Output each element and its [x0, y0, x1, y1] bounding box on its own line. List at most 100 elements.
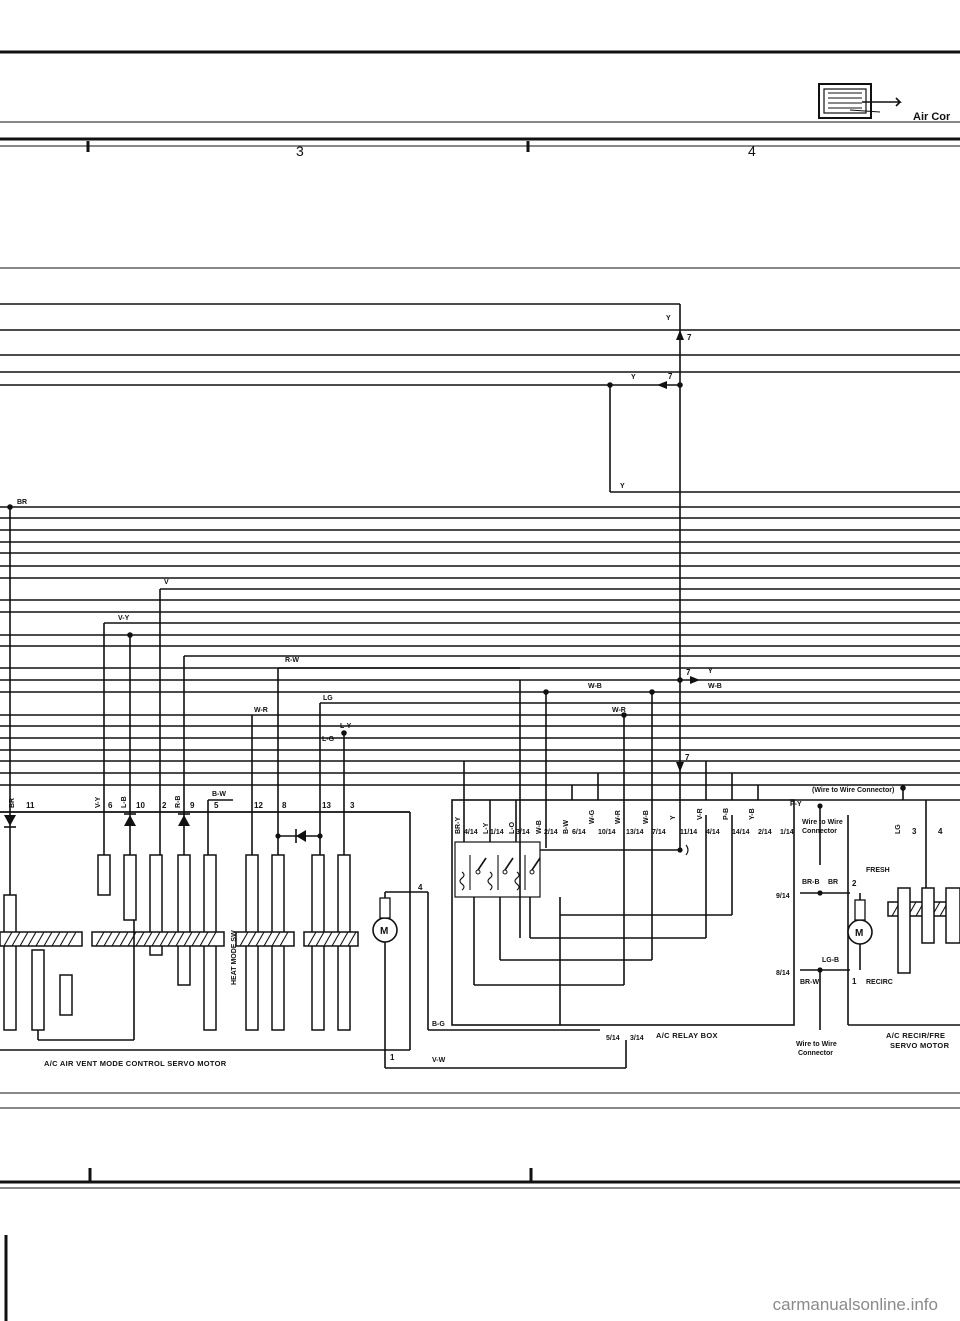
- wire-bus: [0, 303, 960, 786]
- servo-pin-0: 11: [26, 801, 35, 810]
- servo-pin-7: 8: [282, 801, 287, 810]
- relay-pin-7: 7/14: [652, 829, 666, 836]
- relay-pin-6: 13/14: [626, 829, 644, 836]
- y-wire-junction: Y 7 Y 7 Y: [607, 304, 960, 850]
- vertical-wire-labels: BR V-Y L-B R-B BR-Y L-Y L-O W-B B-W W-G …: [9, 796, 902, 834]
- wire-label-b-g: B-G: [432, 1021, 445, 1028]
- recirc-pin-5: 4: [938, 827, 943, 836]
- relay-pin-1: 1/14: [490, 829, 504, 836]
- wire-label-pin-7-top: 7: [687, 333, 692, 342]
- wire-label-lg: LG: [323, 695, 333, 702]
- recirc-servo-caption-1: A/C RECIR/FRE: [886, 1031, 945, 1040]
- connector-mid-2: Connector: [802, 828, 837, 835]
- wire-label-y-low: Y: [620, 483, 625, 490]
- heat-mode-sw-label: HEAT MODE SW: [231, 930, 238, 985]
- wire-label-br-w: BR-W: [800, 979, 819, 986]
- relay-pin-14: 3/14: [630, 1035, 644, 1042]
- servo-pin-2: 10: [136, 801, 145, 810]
- relay-pin-4: 6/14: [572, 829, 586, 836]
- servo-pin-10: 4: [418, 883, 423, 892]
- wire-label-pin-7-right: 7: [686, 668, 691, 677]
- vertical-label-13: V-R: [697, 808, 704, 820]
- connector-bottom-1: Wire to Wire: [796, 1041, 837, 1048]
- servo-pin-numbers: 11 6 10 2 9 5 12 8 13 3 4 1: [26, 801, 423, 1062]
- vertical-label-10: W-R: [615, 810, 622, 824]
- vertical-label-2: L-B: [121, 796, 128, 808]
- relay-pin-row: 4/14 1/14 3/14 2/14 6/14 10/14 13/14 7/1…: [464, 829, 794, 836]
- vertical-label-5: L-Y: [483, 822, 490, 834]
- connector-top: (Wire to Wire Connector): [812, 787, 894, 794]
- vertical-label-6: L-O: [509, 821, 516, 834]
- vertical-label-14: P-B: [723, 808, 730, 820]
- relay-pin-10: 14/14: [732, 829, 750, 836]
- recirc-pin-3: 1: [852, 977, 857, 986]
- servo-pin-6: 12: [254, 801, 263, 810]
- relay-pin-5: 10/14: [598, 829, 616, 836]
- vertical-label-16: LG: [895, 824, 902, 834]
- vertical-label-15: Y-B: [749, 808, 756, 820]
- connector-mid-1: Wire to Wire: [802, 819, 843, 826]
- recirc-pin-1: 8/14: [776, 970, 790, 977]
- servo-motor-caption: A/C AIR VENT MODE CONTROL SERVO MOTOR: [44, 1059, 227, 1068]
- vertical-label-1: V-Y: [95, 796, 102, 808]
- wire-label-r-w: R-W: [285, 657, 299, 664]
- ac-relay-box: A/C RELAY BOX 5/14 3/14: [451, 799, 795, 1042]
- watermark: carmanualsonline.info: [772, 1295, 938, 1314]
- wire-label-br: BR: [828, 879, 838, 886]
- recirc-label: RECIRC: [866, 979, 893, 986]
- wire-label-w-r-left: W-R: [254, 707, 268, 714]
- servo-pin-9: 3: [350, 801, 355, 810]
- wire-label-v-y: V-Y: [118, 615, 130, 622]
- servo-pin-11: 1: [390, 1053, 395, 1062]
- wire-label-lg-b: LG-B: [822, 957, 839, 964]
- vertical-label-4: BR-Y: [455, 817, 462, 834]
- wire-label-pin-7-mid: 7: [668, 372, 673, 381]
- servo-motor: M HEAT MODE SW A/C AIR VENT MODE CONTROL…: [0, 811, 627, 1069]
- fresh-label: FRESH: [866, 867, 890, 874]
- servo-pin-5: 5: [214, 801, 219, 810]
- relay-pin-9: 4/14: [706, 829, 720, 836]
- servo-feed-wires: V V-Y R-W LG W-R L-Y L-G B-W: [0, 579, 521, 1050]
- recirc-pin-2: 2: [852, 879, 857, 888]
- wire-label-y-top: Y: [666, 315, 671, 322]
- vertical-label-12: Y: [670, 815, 677, 820]
- wire-label-w-b-right: W-B: [588, 683, 602, 690]
- relay-pin-11: 2/14: [758, 829, 772, 836]
- recirc-servo-area: P-Y (Wire to Wire Connector) Wire to Wir…: [776, 787, 960, 1057]
- wire-label-br: BR: [17, 499, 27, 506]
- vertical-label-8: B-W: [563, 820, 570, 834]
- recirc-pin-4: 3: [912, 827, 917, 836]
- column-number-4: 4: [748, 143, 756, 159]
- wire-label-v: V: [164, 579, 169, 586]
- wire-label-p-y: P-Y: [790, 801, 802, 808]
- recirc-motor-symbol: M: [855, 928, 863, 939]
- wire-label-y-mid: Y: [631, 374, 636, 381]
- vertical-label-7: W-B: [536, 820, 543, 834]
- relay-pin-13: 5/14: [606, 1035, 620, 1042]
- relay-pin-8: 11/14: [680, 829, 697, 836]
- wire-label-w-r-right: W-R: [612, 707, 626, 714]
- air-conditioner-icon: [818, 83, 902, 119]
- wire-label-v-w: V-W: [432, 1057, 446, 1064]
- connector-bottom-2: Connector: [798, 1050, 833, 1057]
- servo-pin-3: 2: [162, 801, 167, 810]
- section-title: Air Cor: [913, 111, 951, 123]
- vertical-label-0: BR: [9, 798, 16, 808]
- wire-label-y-right: Y: [708, 668, 713, 675]
- servo-motor-symbol: M: [380, 926, 388, 937]
- wire-label-pin-7-lower: 7: [685, 753, 690, 762]
- relay-pin-0: 4/14: [464, 829, 478, 836]
- recirc-servo-caption-2: SERVO MOTOR: [890, 1041, 950, 1050]
- page-header: 3 4 Air Cor: [0, 50, 960, 159]
- servo-pin-4: 9: [190, 801, 195, 810]
- wire-label-l-g: L-G: [322, 736, 335, 743]
- wire-label-br-b: BR-B: [802, 879, 820, 886]
- wire-label-w-b-right2: W-B: [708, 683, 722, 690]
- vertical-label-11: W-B: [643, 810, 650, 824]
- servo-pin-1: 6: [108, 801, 113, 810]
- relay-box-label: A/C RELAY BOX: [656, 1031, 718, 1040]
- relay-pin-12: 1/14: [780, 829, 794, 836]
- column-number-3: 3: [296, 143, 304, 159]
- relay-pin-3: 2/14: [544, 829, 558, 836]
